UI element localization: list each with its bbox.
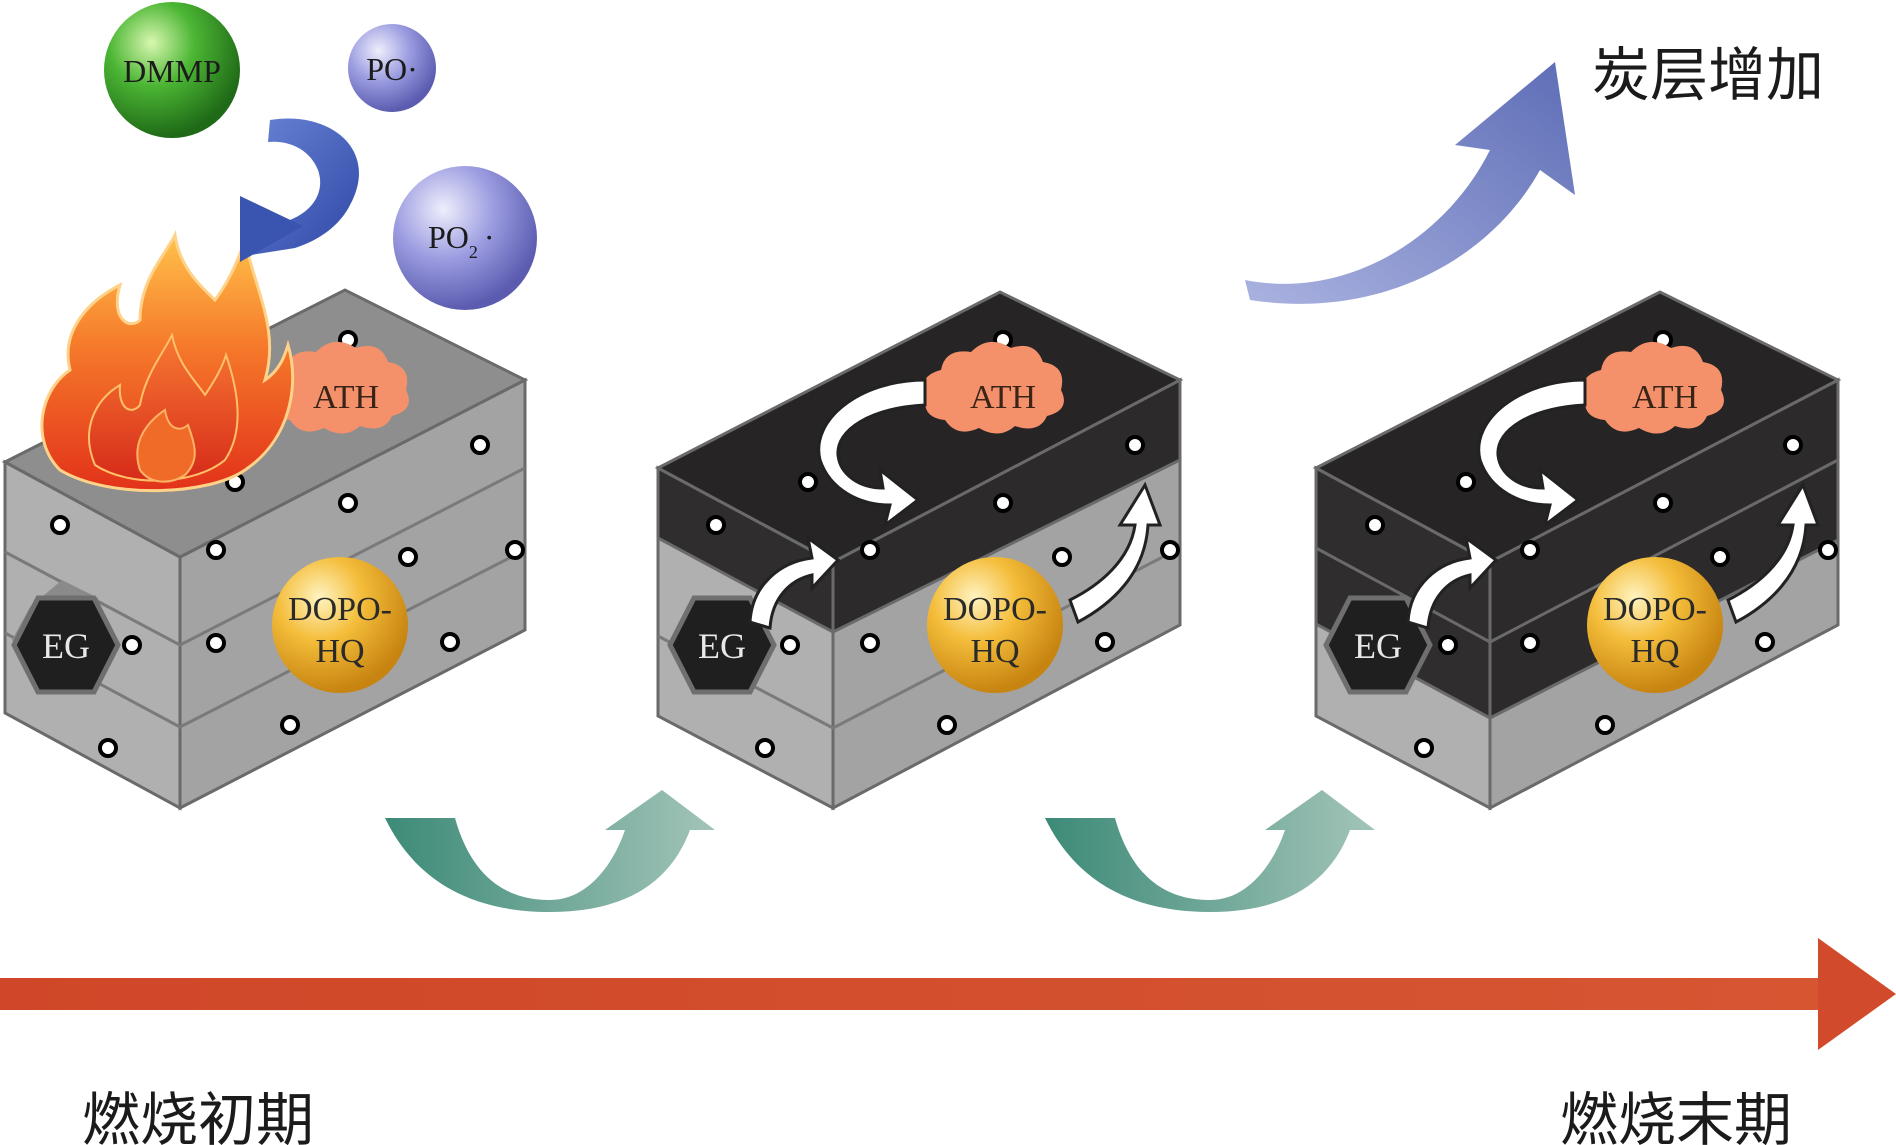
pore-dots — [1365, 330, 1838, 758]
curved-arrow-icon — [240, 118, 359, 262]
ath-cloud: ATH — [923, 341, 1064, 434]
flame-icon — [40, 230, 295, 493]
block-3-final: EG DOPO- HQ ATH — [1312, 290, 1842, 811]
block-2-middle: EG DOPO- HQ ATH — [654, 290, 1184, 811]
process-arrows — [748, 378, 1163, 630]
dopo-label-line1: DOPO- — [288, 591, 392, 628]
po2-radical-sphere: PO2· — [393, 166, 537, 310]
ath-label: ATH — [970, 379, 1036, 416]
combustion-start-label: 燃烧初期 — [82, 1086, 314, 1145]
dopo-hq-sphere: DOPO- HQ — [927, 557, 1063, 693]
dopo-label-line2: HQ — [1630, 633, 1679, 670]
combustion-end-label: 燃烧末期 — [1560, 1086, 1792, 1145]
timeline-arrow — [0, 938, 1896, 1050]
transition-arrow-2 — [1045, 790, 1375, 912]
dopo-label-line1: DOPO- — [1603, 591, 1707, 628]
eg-hexagon: EG — [1323, 595, 1433, 695]
ath-label: ATH — [1632, 379, 1698, 416]
dopo-label-line2: HQ — [970, 633, 1019, 670]
char-increase-label: 炭层增加 — [1592, 41, 1824, 109]
eg-hexagon: EG — [11, 580, 121, 695]
dopo-label-line2: HQ — [315, 633, 364, 670]
pore-dots — [706, 330, 1180, 758]
eg-label: EG — [698, 626, 746, 666]
eg-hexagon: EG — [667, 595, 777, 695]
process-arrows — [1406, 378, 1821, 630]
block-1-initial: EG DOPO- HQ ATH — [1, 230, 529, 811]
eg-label: EG — [1354, 626, 1402, 666]
dmmp-label: DMMP — [123, 53, 221, 89]
dopo-label-line1: DOPO- — [943, 591, 1047, 628]
po-radical-sphere: PO· — [348, 24, 436, 112]
eg-label: EG — [42, 626, 90, 666]
dopo-hq-sphere: DOPO- HQ — [272, 557, 408, 693]
transition-arrow-1 — [385, 790, 715, 912]
ath-cloud: ATH — [268, 341, 409, 434]
po2-label: PO2· — [428, 219, 495, 262]
dmmp-sphere: DMMP — [104, 2, 240, 138]
po-label: PO· — [366, 51, 418, 87]
pore-dots — [50, 330, 525, 758]
char-increase-arrow — [1245, 62, 1575, 304]
ath-cloud: ATH — [1583, 341, 1724, 434]
ath-label: ATH — [313, 379, 379, 416]
dopo-hq-sphere: DOPO- HQ — [1587, 557, 1723, 693]
